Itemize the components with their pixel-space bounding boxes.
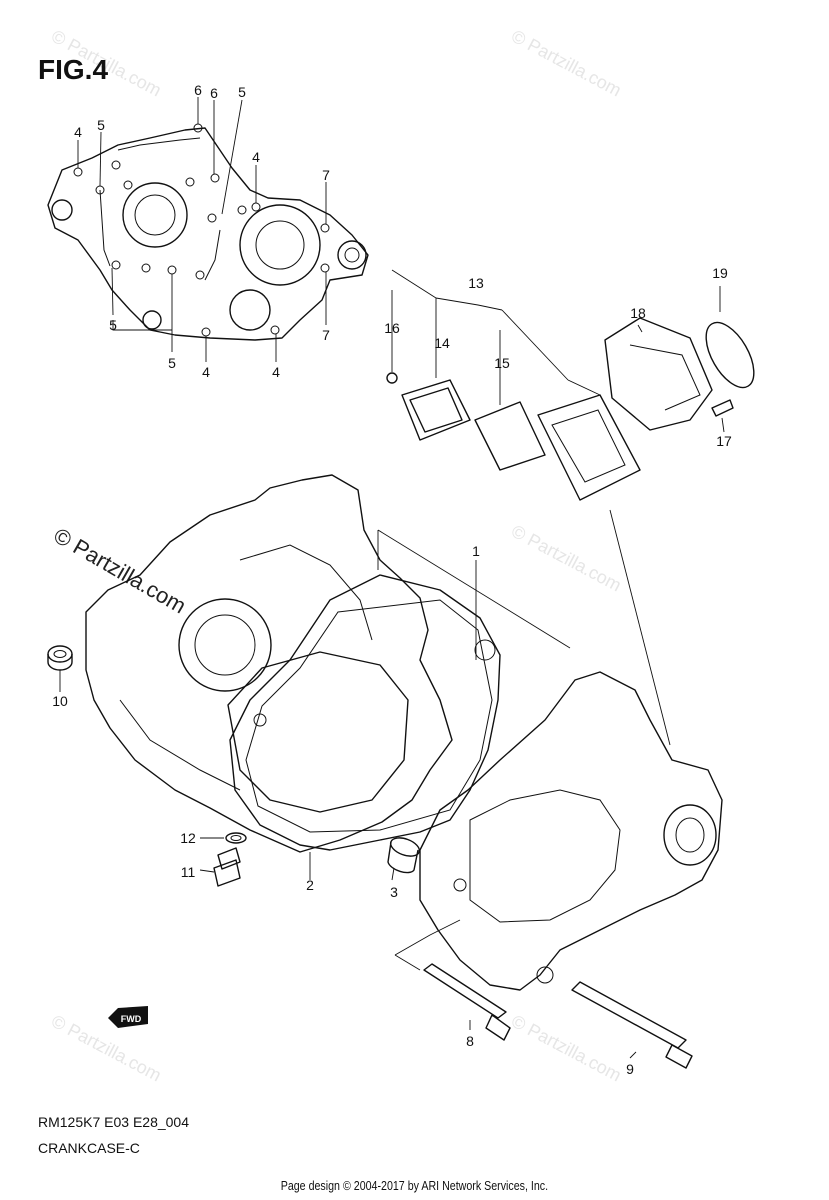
callout-10: 10 [52,693,68,709]
figure-title: FIG.4 [38,54,109,85]
crankcase-right [419,671,723,991]
callout-11: 11 [181,864,196,880]
callout-6: 6 [210,85,218,101]
callout-6: 6 [194,82,202,98]
gasket [229,574,501,851]
crankcase-bolt-view [47,123,369,341]
diagram-code: RM125K7 E03 E28_004 [38,1114,189,1130]
fwd-arrow-icon: FWD [108,1006,148,1028]
callout-2: 2 [306,877,314,893]
callout-7: 7 [322,327,330,343]
callout-4: 4 [252,149,260,165]
dowel-bush [387,837,421,874]
crankcase-left [85,474,453,853]
callout-5: 5 [168,355,176,371]
callout-5: 5 [109,317,117,333]
callout-8: 8 [466,1033,474,1049]
watermark: © Partzilla.com [508,521,624,596]
callout-4: 4 [74,124,82,140]
watermark: © Partzilla.com [508,1011,624,1086]
drain-plug [213,832,247,887]
callout-5: 5 [97,117,105,133]
callout-13: 13 [468,275,484,291]
fwd-label: FWD [121,1014,142,1024]
callout-19: 19 [712,265,728,281]
footer-copyright: Page design © 2004-2017 by ARI Network S… [280,1178,549,1193]
callout-17: 17 [716,433,732,449]
callout-12: 12 [180,830,196,846]
callout-16: 16 [384,320,400,336]
callout-5: 5 [238,84,246,100]
callout-15: 15 [494,355,510,371]
callout-4: 4 [272,364,280,380]
diagram-name: CRANKCASE-C [38,1140,140,1156]
watermark: © Partzilla.com [508,26,624,101]
callout-9: 9 [626,1061,634,1077]
callout-labels: 4 5 6 6 5 4 7 7 5 5 4 4 13 16 14 15 18 1… [52,82,732,1077]
leader-lines-top [77,97,327,362]
callout-1: 1 [472,543,480,559]
callout-18: 18 [630,305,646,321]
leader-lines-lower [59,509,671,1059]
reed-valve-assembly [386,317,755,501]
callout-7: 7 [322,167,330,183]
watermarks: © Partzilla.com © Partzilla.com © Partzi… [48,26,624,1086]
callout-4: 4 [202,364,210,380]
callout-3: 3 [390,884,398,900]
leader-lines-reed [391,269,725,433]
bolts [423,963,693,1069]
callout-14: 14 [434,335,450,351]
watermark-main: © Partzilla.com [50,523,191,619]
oil-seal [47,645,73,671]
